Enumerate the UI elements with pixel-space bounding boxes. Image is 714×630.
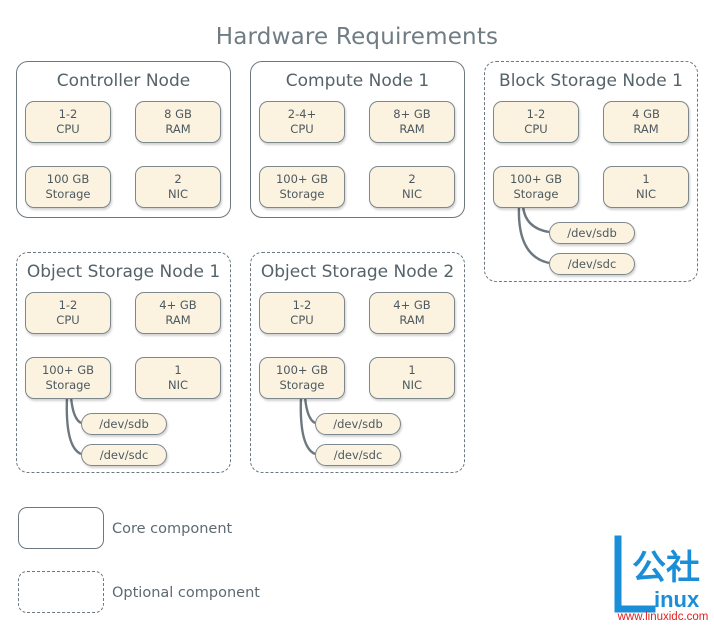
object2-disk-connectors: [299, 396, 316, 456]
legend-optional-swatch: [18, 571, 104, 613]
legend-core-swatch: [18, 507, 104, 549]
block-storage-node-title: Block Storage Node 1: [499, 71, 683, 91]
block-disk-sdc: /dev/sdc: [549, 253, 635, 275]
diagram-title: Hardware Requirements: [215, 24, 499, 50]
legend-optional-label: Optional component: [112, 585, 260, 601]
object-storage-node-1-title: Object Storage Node 1: [26, 262, 221, 282]
linuxidc-logo: 公社 inux: [614, 535, 700, 613]
legend-core-label: Core component: [112, 521, 233, 537]
object1-disk-sdb: /dev/sdb: [81, 413, 167, 435]
logo-word: inux: [654, 587, 700, 612]
object1-disk-sdc: /dev/sdc: [81, 444, 167, 466]
object2-disk-sdb: /dev/sdb: [315, 413, 401, 435]
compute-cpu: 2-4+CPU: [259, 101, 345, 143]
logo-chars: 公社: [632, 548, 700, 588]
object2-disk-sdc: /dev/sdc: [315, 444, 401, 466]
block-disk-connectors: [517, 205, 550, 265]
object1-disk-connectors: [65, 396, 82, 456]
object-storage-node-2-title: Object Storage Node 2: [260, 262, 455, 282]
compute-node-title: Compute Node 1: [285, 71, 430, 91]
watermark-url: www.linuxidc.com: [617, 611, 709, 623]
block-disk-sdb: /dev/sdb: [549, 222, 635, 244]
controller-node-title: Controller Node: [56, 71, 191, 91]
